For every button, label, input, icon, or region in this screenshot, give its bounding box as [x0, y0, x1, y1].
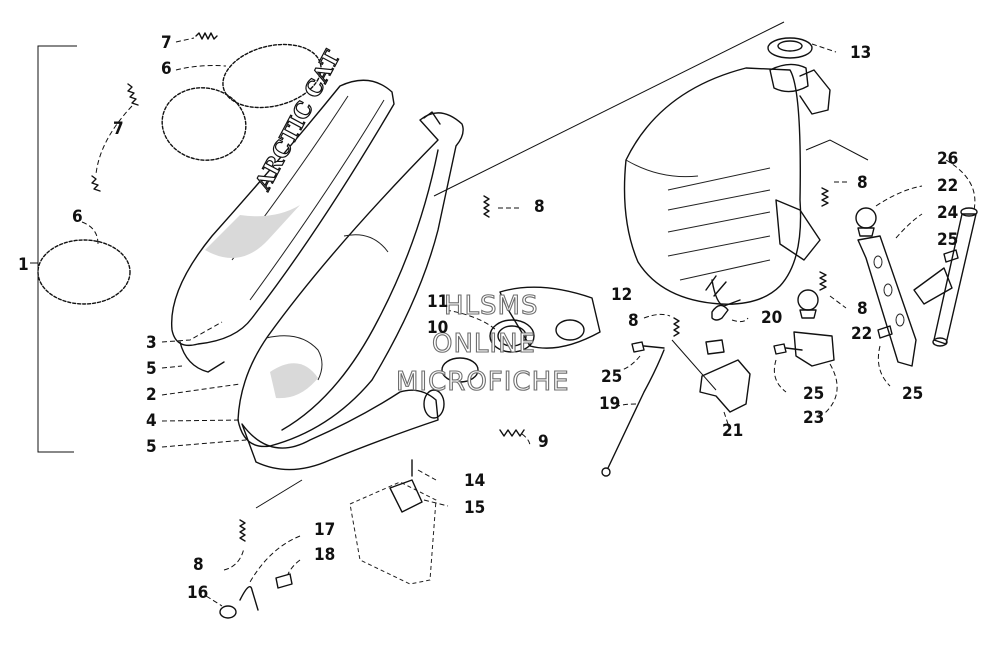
- callout-c26: 26: [937, 149, 958, 169]
- callout-c20: 20: [761, 308, 782, 328]
- bracket-23: [793, 331, 838, 415]
- callout-c16: 16: [187, 583, 208, 603]
- callout-c15: 15: [464, 498, 485, 518]
- callout-c19: 19: [599, 394, 620, 414]
- flange-10-11: [441, 286, 601, 383]
- spring-8-c: [819, 271, 847, 309]
- bolt-25-mid: [773, 343, 803, 393]
- callout-c17: 17: [314, 520, 335, 540]
- callout-c2: 2: [146, 385, 157, 405]
- callout-c22a: 22: [937, 176, 958, 196]
- callout-c8d: 8: [628, 311, 639, 331]
- callout-c1: 1: [18, 255, 29, 275]
- watermark-line-1: HLSMS: [444, 291, 538, 321]
- reference-line-upper: [433, 21, 785, 197]
- watermark-line-2: ONLINE: [432, 329, 536, 359]
- expansion-chamber-2: [237, 111, 464, 471]
- grommet-20: [705, 275, 749, 355]
- callout-c7a: 7: [161, 33, 172, 53]
- callout-c5a: 5: [146, 359, 157, 379]
- callout-c8a: 8: [534, 197, 545, 217]
- callout-c12: 12: [611, 285, 632, 305]
- callout-c6b: 6: [72, 207, 83, 227]
- spring-8-b: [821, 181, 848, 207]
- callout-c5b: 5: [146, 437, 157, 457]
- hardware-16-17-18: [205, 535, 301, 619]
- callout-c25a: 25: [937, 230, 958, 250]
- callout-c18: 18: [314, 545, 335, 565]
- callout-c7b: 7: [113, 119, 124, 139]
- callout-c22b: 22: [851, 324, 872, 344]
- spring-8-d: [643, 313, 680, 337]
- spring-9: [499, 429, 531, 447]
- clamp-ring-6-upper: [161, 43, 322, 161]
- grommet-22-upper: [855, 185, 923, 237]
- grommet-22-lower: [797, 289, 819, 319]
- callout-c10: 10: [427, 318, 448, 338]
- assembly-bracket: [30, 45, 77, 453]
- callout-c24: 24: [937, 203, 958, 223]
- pointer-line-right: [805, 139, 869, 161]
- bolt-25-right: [877, 249, 959, 387]
- callout-c6a: 6: [161, 59, 172, 79]
- watermark-line-3: MICROFICHE: [396, 367, 570, 397]
- callout-c8c: 8: [857, 299, 868, 319]
- watermark: HLSMS ONLINE MICROFICHE: [395, 290, 570, 397]
- callout-c23: 23: [803, 408, 824, 428]
- callout-c25b: 25: [601, 367, 622, 387]
- muffler-3: ARCTIC CAT: [170, 45, 395, 373]
- left-leader-lines: [161, 321, 247, 448]
- bracket-24: [857, 213, 953, 367]
- silencer-box-12: [623, 37, 837, 307]
- spring-8-e: [223, 519, 246, 571]
- clamp-ring-6-lower: [37, 221, 131, 305]
- spring-7-upper: [175, 32, 218, 43]
- ground-cable-19: [601, 339, 717, 477]
- callout-c25c: 25: [803, 384, 824, 404]
- callout-c25d: 25: [902, 384, 923, 404]
- reference-line-lower: [255, 479, 303, 509]
- bolt-25-left: [621, 341, 665, 371]
- rod-26: [932, 159, 978, 347]
- callout-c8b: 8: [857, 173, 868, 193]
- callout-c9: 9: [538, 432, 549, 452]
- spring-7-lower: [91, 83, 139, 192]
- callout-c4: 4: [146, 411, 157, 431]
- callout-c14: 14: [464, 471, 485, 491]
- callout-c21: 21: [722, 421, 743, 441]
- support-bracket-14-15: [349, 459, 449, 585]
- bracket-21: [699, 359, 751, 425]
- callout-c13: 13: [850, 43, 871, 63]
- callout-c8e: 8: [193, 555, 204, 575]
- callout-c3: 3: [146, 333, 157, 353]
- callout-c11: 11: [427, 292, 448, 312]
- spring-8-a: [483, 195, 520, 218]
